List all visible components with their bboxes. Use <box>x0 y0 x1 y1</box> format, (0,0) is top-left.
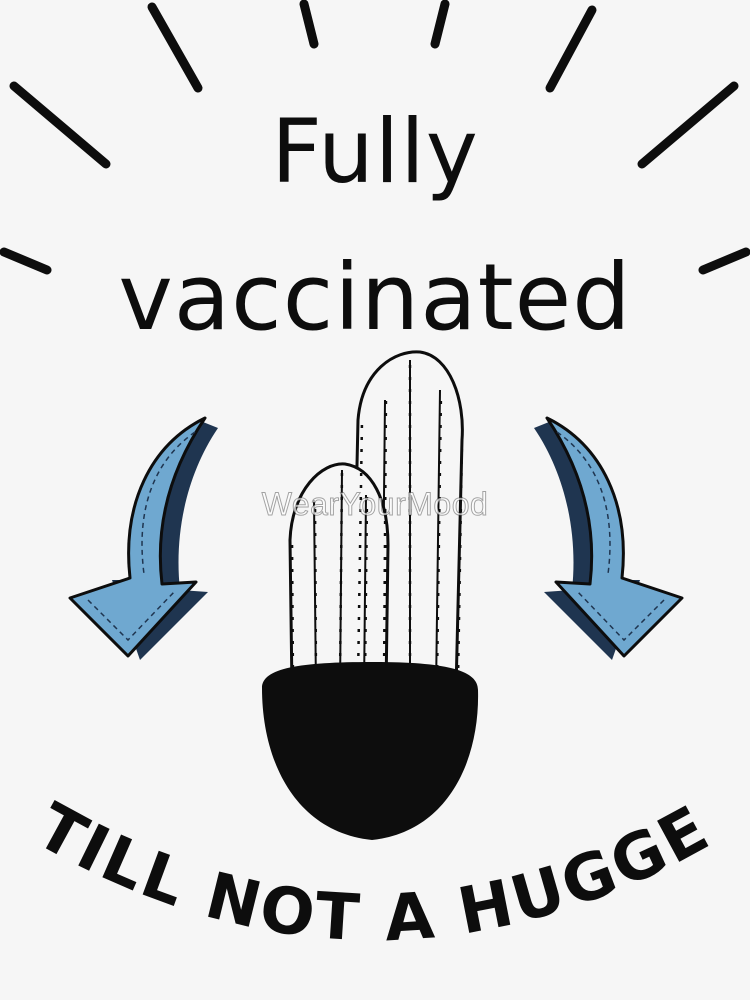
sunburst-rays-icon <box>0 0 750 275</box>
watermark: WearYourMood <box>261 486 489 523</box>
plant-pot-icon <box>262 662 479 840</box>
left-curved-arrow-icon <box>68 416 220 662</box>
cactus-icon <box>288 350 464 692</box>
headline-line-1: Fully <box>271 100 479 203</box>
right-curved-arrow-icon <box>532 416 684 662</box>
headline-line-2: vaccinated <box>118 244 632 351</box>
